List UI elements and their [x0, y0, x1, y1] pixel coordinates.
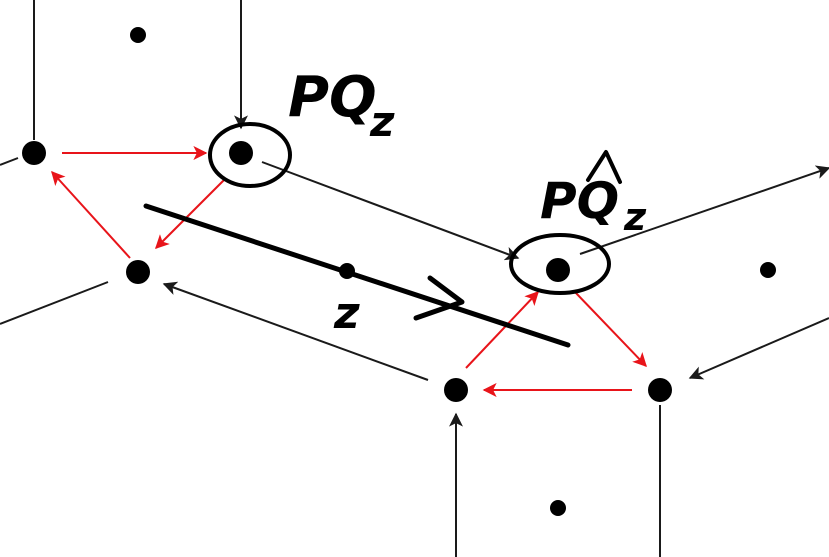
z-path-line: [143, 203, 571, 348]
label-pq-subscript: z: [369, 97, 395, 146]
z-path: [143, 203, 571, 348]
black-edges: [0, 0, 661, 557]
face-dot-bottom: [550, 500, 566, 516]
hat-icon: [586, 150, 622, 184]
node-lower-left: [126, 260, 150, 284]
label-pqhat-subscript: z: [623, 195, 647, 239]
red-arrow-mid-to-pqhat: [465, 290, 539, 369]
node-pq: [229, 141, 253, 165]
red-arrow-pq-to-lower-left: [155, 177, 227, 249]
arrow-pq-to-pqhat: [261, 161, 520, 261]
label-pq: PQ: [288, 65, 377, 130]
highlight-circles: [208, 122, 611, 295]
red-arrow-pqhat-to-bottom-right: [574, 291, 647, 368]
node-pqhat: [546, 258, 570, 282]
node-left: [22, 141, 46, 165]
vertices: [22, 141, 672, 402]
node-bottom-mid: [444, 378, 468, 402]
face-dot-top: [130, 27, 146, 43]
face-dot-right: [760, 262, 776, 278]
edge-left-stub: [0, 157, 19, 166]
arrow-pqhat-upper-right: [579, 165, 829, 255]
black-arrows: [162, 0, 829, 557]
node-bottom-right: [648, 378, 672, 402]
red-arrow-lower-left-to-left: [51, 170, 131, 259]
labels: PQ z PQ z z: [288, 65, 647, 339]
red-arrows: [51, 146, 647, 397]
face-dots: [130, 27, 776, 516]
circle-pq: [208, 122, 292, 188]
circle-pqhat: [509, 233, 611, 295]
label-z: z: [333, 288, 360, 339]
edge-lower-left-outgoing: [0, 281, 109, 325]
arrow-right-into-bottom-right: [688, 317, 829, 380]
label-pqhat: PQ: [540, 172, 619, 230]
arrow-bottom-mid-to-lower-left: [162, 281, 429, 381]
z-path-arrowhead: [413, 275, 465, 321]
